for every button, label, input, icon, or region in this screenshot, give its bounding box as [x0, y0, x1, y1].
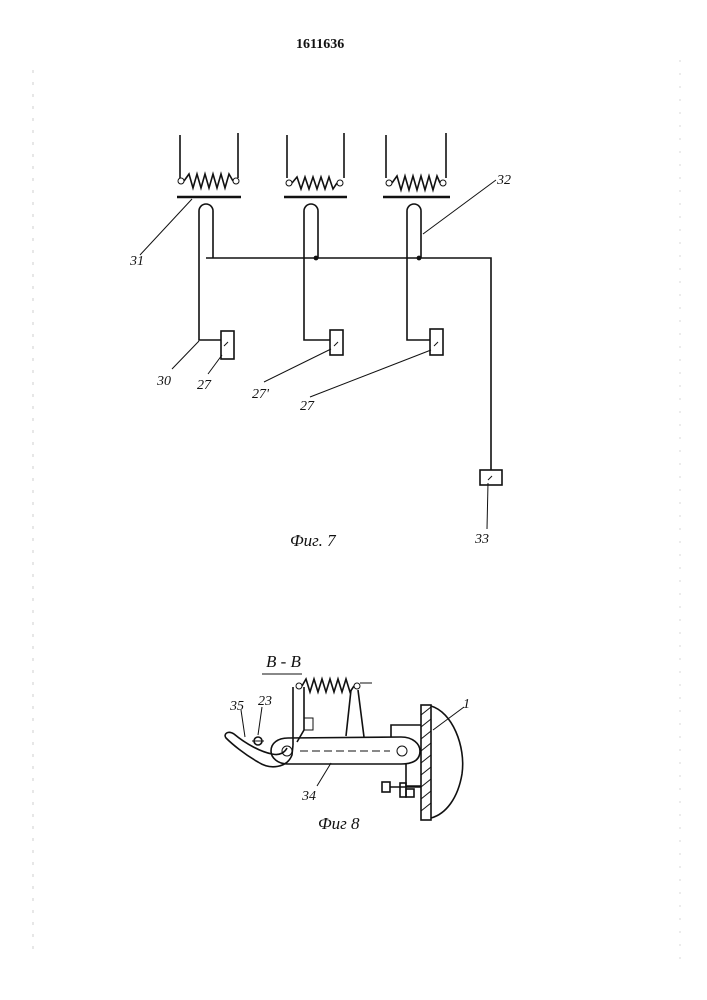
label-32: 32 [496, 173, 511, 188]
patent-number: 1611636 [296, 37, 344, 52]
figure-7: 31 32 30 27 27' 27 33 Фиг. 7 [129, 133, 511, 550]
adjusting-screw [382, 782, 421, 797]
sensor-33 [480, 470, 502, 485]
relay-coil-2 [284, 133, 347, 197]
bracket [346, 690, 364, 737]
label-27-b: 27' [252, 387, 270, 402]
label-35: 35 [229, 699, 244, 714]
core-3 [407, 204, 421, 258]
label-1: 1 [463, 697, 470, 712]
wire-to-sensor-3 [407, 258, 430, 340]
housing-1 [421, 705, 463, 820]
label-33: 33 [474, 532, 489, 547]
spring [296, 679, 372, 692]
label-34: 34 [301, 789, 316, 804]
latch-arm [293, 687, 304, 745]
label-23: 23 [258, 694, 272, 709]
wire-to-sensor-1 [199, 258, 221, 340]
label-27-a: 27 [197, 378, 212, 393]
label-30: 30 [156, 374, 171, 389]
figure-8-caption: Фиг 8 [318, 814, 360, 833]
figure-8: B - B [225, 652, 470, 833]
label-31: 31 [129, 254, 144, 269]
relay-coil-1 [177, 133, 241, 197]
common-bus-line [206, 258, 491, 470]
core-2 [304, 204, 318, 258]
wire-to-sensor-2 [304, 258, 330, 340]
sensor-27-b [330, 330, 343, 355]
sensor-27-a [221, 331, 234, 359]
core-1 [199, 204, 213, 258]
sensor-27-c [430, 329, 443, 355]
relay-coil-3 [383, 133, 450, 197]
figure-7-caption: Фиг. 7 [290, 531, 337, 550]
section-title: B - B [266, 652, 302, 671]
label-27-c: 27 [300, 399, 315, 414]
